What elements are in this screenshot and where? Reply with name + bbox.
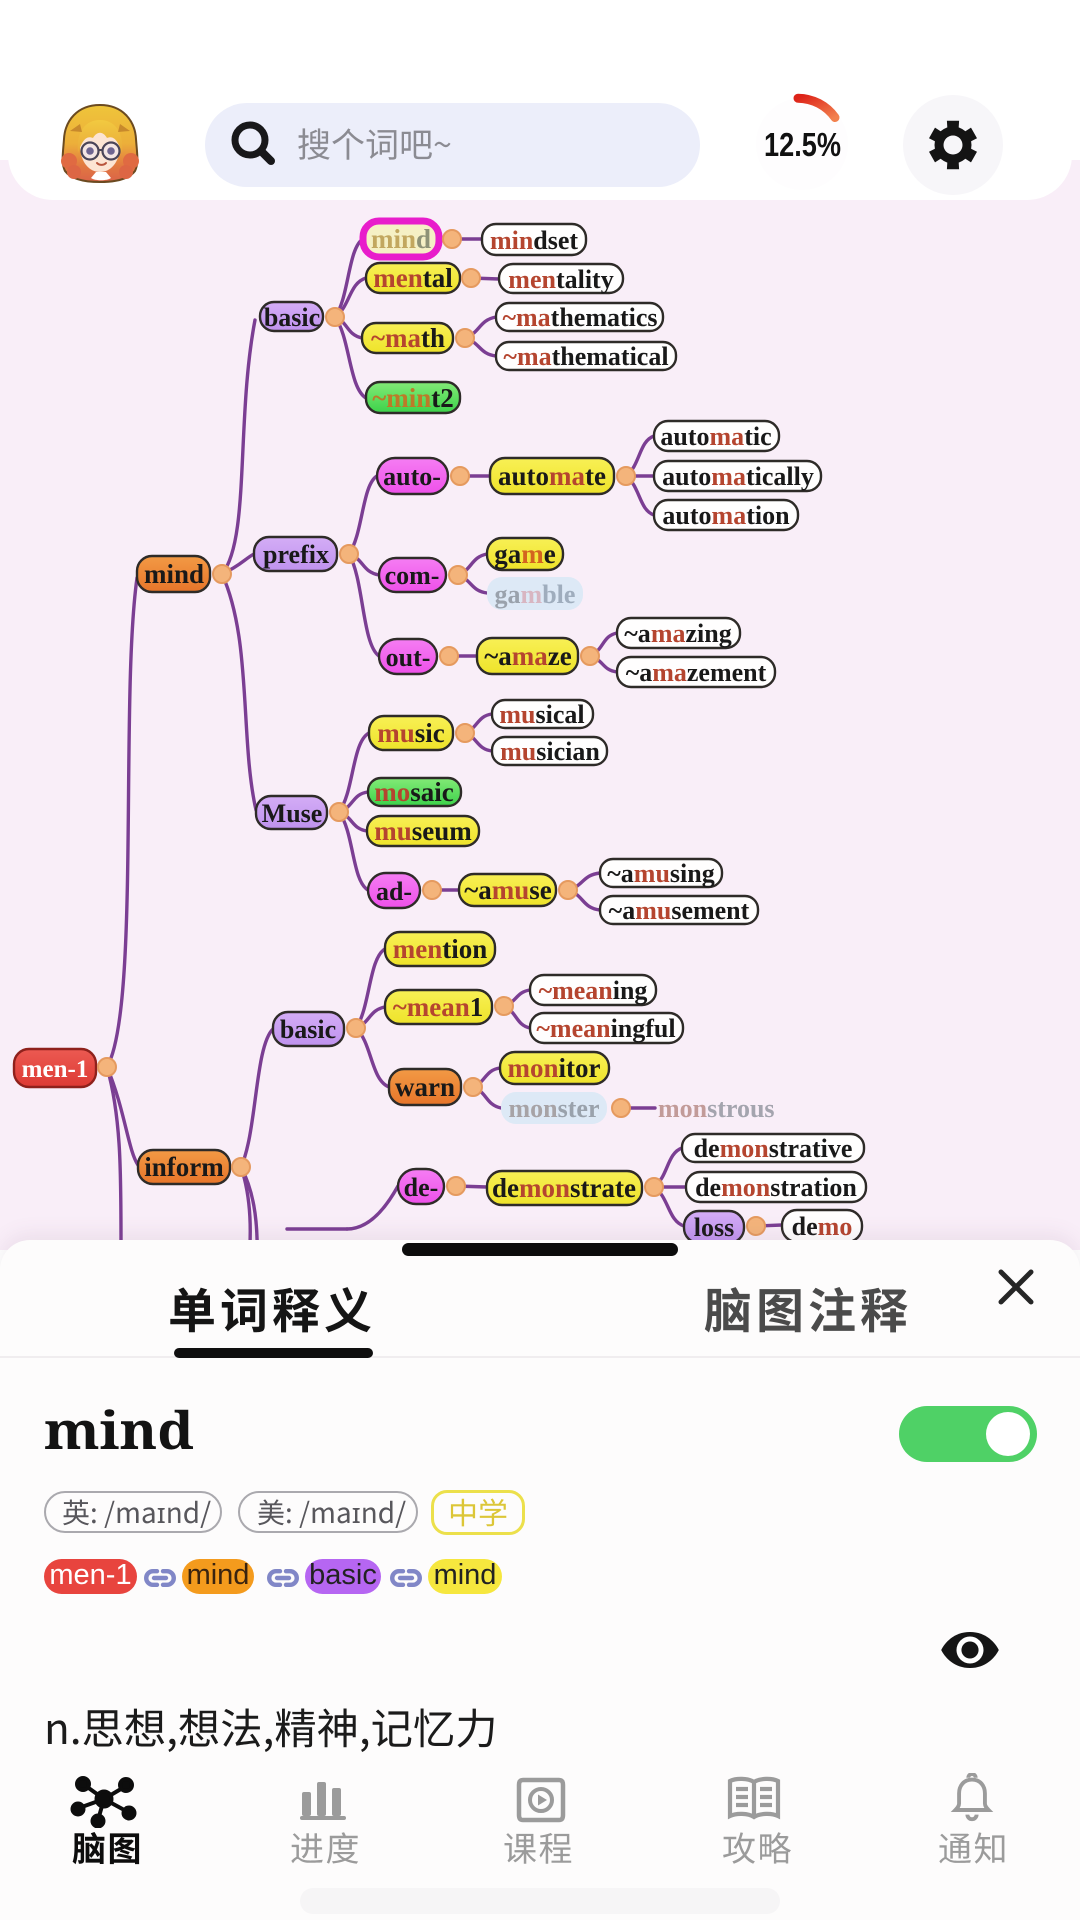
svg-text:automate: automate bbox=[498, 461, 606, 491]
svg-text:mindset: mindset bbox=[490, 226, 578, 255]
svg-text:ad-: ad- bbox=[376, 877, 412, 906]
svg-text:~mint2: ~mint2 bbox=[372, 383, 454, 413]
svg-text:game: game bbox=[494, 539, 556, 569]
svg-text:~mathematics: ~mathematics bbox=[502, 303, 657, 332]
svg-text:~amuse: ~amuse bbox=[464, 875, 552, 905]
svg-text:~mathematical: ~mathematical bbox=[503, 342, 668, 371]
svg-text:~meaningful: ~meaningful bbox=[536, 1014, 675, 1043]
svg-text:automation: automation bbox=[662, 501, 790, 530]
svg-text:12.5%: 12.5% bbox=[764, 126, 841, 163]
svg-text:~mean1: ~mean1 bbox=[393, 992, 484, 1022]
svg-text:Muse: Muse bbox=[262, 799, 323, 828]
svg-text:demo: demo bbox=[792, 1212, 853, 1241]
svg-text:out-: out- bbox=[386, 643, 431, 672]
svg-text:~amaze: ~amaze bbox=[484, 641, 572, 671]
svg-text:demonstrate: demonstrate bbox=[492, 1173, 636, 1203]
svg-text:prefix: prefix bbox=[263, 540, 329, 569]
svg-text:~amazing: ~amazing bbox=[624, 619, 731, 648]
svg-text:monstrous: monstrous bbox=[658, 1094, 775, 1123]
svg-text:~amusement: ~amusement bbox=[609, 896, 750, 925]
svg-text:gamble: gamble bbox=[495, 580, 576, 609]
svg-text:loss: loss bbox=[694, 1213, 734, 1242]
svg-text:mental: mental bbox=[373, 263, 453, 293]
svg-text:musician: musician bbox=[500, 737, 600, 766]
svg-text:inform: inform bbox=[144, 1152, 224, 1182]
svg-text:mention: mention bbox=[393, 934, 488, 964]
svg-text:mind: mind bbox=[144, 559, 204, 589]
svg-text:music: music bbox=[377, 718, 445, 748]
svg-text:com-: com- bbox=[385, 561, 440, 590]
svg-text:monster: monster bbox=[509, 1094, 600, 1123]
svg-text:basic: basic bbox=[280, 1015, 336, 1044]
svg-text:automatic: automatic bbox=[660, 422, 771, 451]
svg-text:~amusing: ~amusing bbox=[607, 859, 714, 888]
svg-text:de-: de- bbox=[404, 1173, 439, 1202]
svg-text:auto-: auto- bbox=[383, 462, 441, 491]
svg-text:men-1: men-1 bbox=[22, 1056, 89, 1083]
svg-text:~meaning: ~meaning bbox=[539, 976, 648, 1005]
svg-text:mentality: mentality bbox=[508, 265, 613, 294]
svg-text:warn: warn bbox=[395, 1072, 455, 1102]
svg-text:demonstration: demonstration bbox=[695, 1173, 857, 1202]
svg-text:automatically: automatically bbox=[662, 462, 814, 491]
svg-text:mind: mind bbox=[371, 224, 431, 254]
svg-text:monitor: monitor bbox=[508, 1053, 601, 1083]
svg-text:museum: museum bbox=[374, 816, 472, 846]
svg-text:mosaic: mosaic bbox=[374, 777, 454, 807]
svg-text:basic: basic bbox=[264, 303, 320, 332]
svg-text:~amazement: ~amazement bbox=[626, 658, 767, 687]
svg-text:demonstrative: demonstrative bbox=[694, 1134, 853, 1163]
svg-text:~math: ~math bbox=[371, 323, 445, 353]
svg-text:musical: musical bbox=[499, 700, 584, 729]
